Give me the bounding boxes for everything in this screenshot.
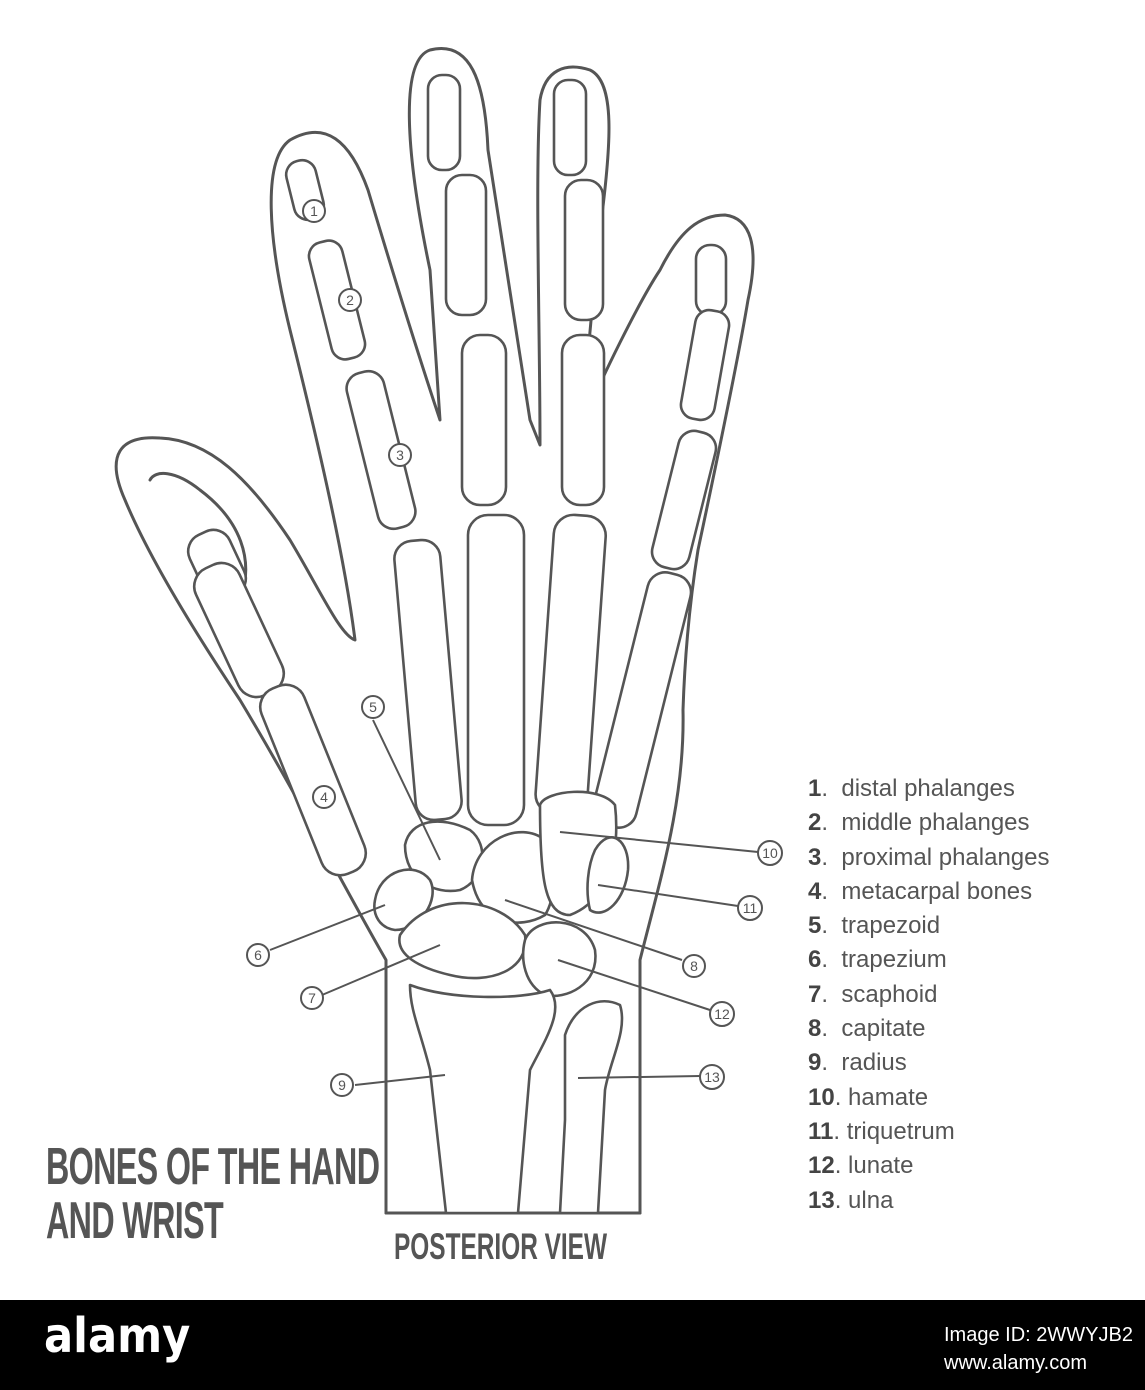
- legend-number: 8: [808, 1015, 822, 1043]
- legend-number: 4: [808, 877, 822, 905]
- svg-text:9: 9: [338, 1077, 346, 1093]
- legend-item: 5. trapezoid: [808, 912, 941, 940]
- middle-distal-phalanx: [426, 73, 462, 172]
- legend-label: hamate: [848, 1083, 929, 1111]
- bones: [186, 73, 731, 1215]
- callout-1: 1: [302, 199, 326, 223]
- legend-item: 3. proximal phalanges: [808, 843, 1050, 871]
- legend-number: 9: [808, 1049, 822, 1077]
- legend-item: 8. capitate: [808, 1015, 926, 1043]
- legend-item: 4. metacarpal bones: [808, 877, 1033, 905]
- ring-middle-phalanx: [563, 178, 605, 322]
- legend-number: 6: [808, 946, 822, 974]
- legend: 1. distal phalanges 2. middle phalanges …: [808, 772, 1050, 1218]
- svg-text:2: 2: [346, 292, 354, 308]
- legend-item: 6. trapezium: [808, 946, 947, 974]
- legend-label: radius: [841, 1049, 907, 1077]
- title-line-1: BONES OF THE HAND: [46, 1138, 380, 1196]
- callout-8: 8: [682, 954, 706, 978]
- legend-number: 10: [808, 1083, 835, 1111]
- legend-item: 7. scaphoid: [808, 980, 938, 1008]
- legend-item: 1. distal phalanges: [808, 775, 1015, 802]
- callout-2: 2: [338, 288, 362, 312]
- leader-lines: [269, 719, 759, 1086]
- legend-number: 5: [808, 912, 822, 940]
- ring-metacarpal: [534, 513, 608, 817]
- svg-text:11: 11: [743, 900, 758, 916]
- svg-text:6: 6: [254, 947, 262, 963]
- legend-item: 2. middle phalanges: [808, 809, 1030, 837]
- legend-number: 2: [808, 809, 822, 837]
- svg-text:10: 10: [762, 845, 778, 861]
- legend-label: scaphoid: [841, 980, 938, 1008]
- lunate-bone: [521, 921, 597, 998]
- legend-label: triquetrum: [846, 1117, 955, 1145]
- alamy-logo: alamy: [44, 1308, 191, 1364]
- index-metacarpal: [393, 538, 463, 822]
- little-middle-phalanx: [679, 308, 731, 422]
- legend-label: lunate: [848, 1152, 914, 1180]
- legend-number: 1: [808, 775, 822, 802]
- legend-label: distal phalanges: [841, 775, 1015, 802]
- legend-number: 3: [808, 843, 822, 871]
- svg-text:13: 13: [704, 1069, 720, 1085]
- scaphoid-bone: [398, 901, 527, 980]
- legend-label: ulna: [848, 1186, 894, 1214]
- svg-text:12: 12: [714, 1006, 730, 1022]
- thumb-inner-outline: [148, 471, 248, 602]
- legend-number: 12: [808, 1152, 835, 1180]
- callout-5: 5: [361, 695, 385, 719]
- callout-6: 6: [246, 943, 270, 967]
- ulna-bone: [558, 999, 624, 1215]
- title-line-2: AND WRIST: [46, 1192, 224, 1250]
- radius-bone: [408, 983, 557, 1215]
- watermark-footer: alamy Image ID: 2WWYJB2 www.alamy.com: [0, 1300, 1145, 1390]
- callout-13: 13: [699, 1064, 725, 1090]
- thumb-metacarpal: [258, 683, 368, 877]
- little-proximal-phalanx: [650, 429, 718, 571]
- legend-label: trapezium: [841, 946, 947, 974]
- legend-item: 9. radius: [808, 1049, 907, 1077]
- legend-label: middle phalanges: [841, 809, 1030, 837]
- hand-diagram: 1 2 3 4 5 6 7 8 9 10 11 12 13: [114, 47, 783, 1215]
- view-label: POSTERIOR VIEW: [394, 1226, 608, 1267]
- legend-item: 12. lunate: [808, 1152, 914, 1180]
- legend-label: proximal phalanges: [841, 843, 1050, 871]
- thumb-proximal-phalanx: [192, 561, 286, 699]
- svg-text:5: 5: [369, 699, 377, 715]
- callout-3: 3: [388, 443, 412, 467]
- callout-11: 11: [737, 895, 763, 921]
- callout-7: 7: [300, 986, 324, 1010]
- callout-10: 10: [757, 840, 783, 866]
- legend-number: 11: [808, 1117, 834, 1145]
- svg-text:7: 7: [308, 990, 316, 1006]
- legend-item: 13. ulna: [808, 1186, 894, 1214]
- svg-text:3: 3: [396, 447, 404, 463]
- site-url: www.alamy.com: [944, 1352, 1087, 1374]
- ring-distal-phalanx: [552, 78, 588, 177]
- middle-middle-phalanx: [444, 173, 488, 317]
- legend-label: metacarpal bones: [841, 877, 1033, 905]
- callouts: 1 2 3 4 5 6 7 8 9 10 11 12 13: [246, 199, 783, 1097]
- diagram-title: BONES OF THE HAND AND WRIST: [46, 1138, 380, 1250]
- callout-4: 4: [312, 785, 336, 809]
- callout-12: 12: [709, 1001, 735, 1027]
- callout-9: 9: [330, 1073, 354, 1097]
- legend-number: 7: [808, 980, 822, 1008]
- little-distal-phalanx: [694, 243, 728, 317]
- legend-label: capitate: [841, 1015, 926, 1043]
- svg-text:4: 4: [320, 789, 328, 805]
- legend-number: 13: [808, 1186, 835, 1214]
- svg-text:8: 8: [690, 958, 698, 974]
- legend-item: 10. hamate: [808, 1083, 929, 1111]
- legend-item: 11. triquetrum: [808, 1117, 955, 1145]
- ring-proximal-phalanx: [560, 333, 606, 507]
- image-id-text: Image ID: 2WWYJB2: [944, 1324, 1133, 1346]
- middle-metacarpal: [466, 513, 526, 827]
- svg-text:1: 1: [310, 203, 318, 219]
- middle-proximal-phalanx: [460, 333, 508, 507]
- legend-label: trapezoid: [841, 912, 941, 940]
